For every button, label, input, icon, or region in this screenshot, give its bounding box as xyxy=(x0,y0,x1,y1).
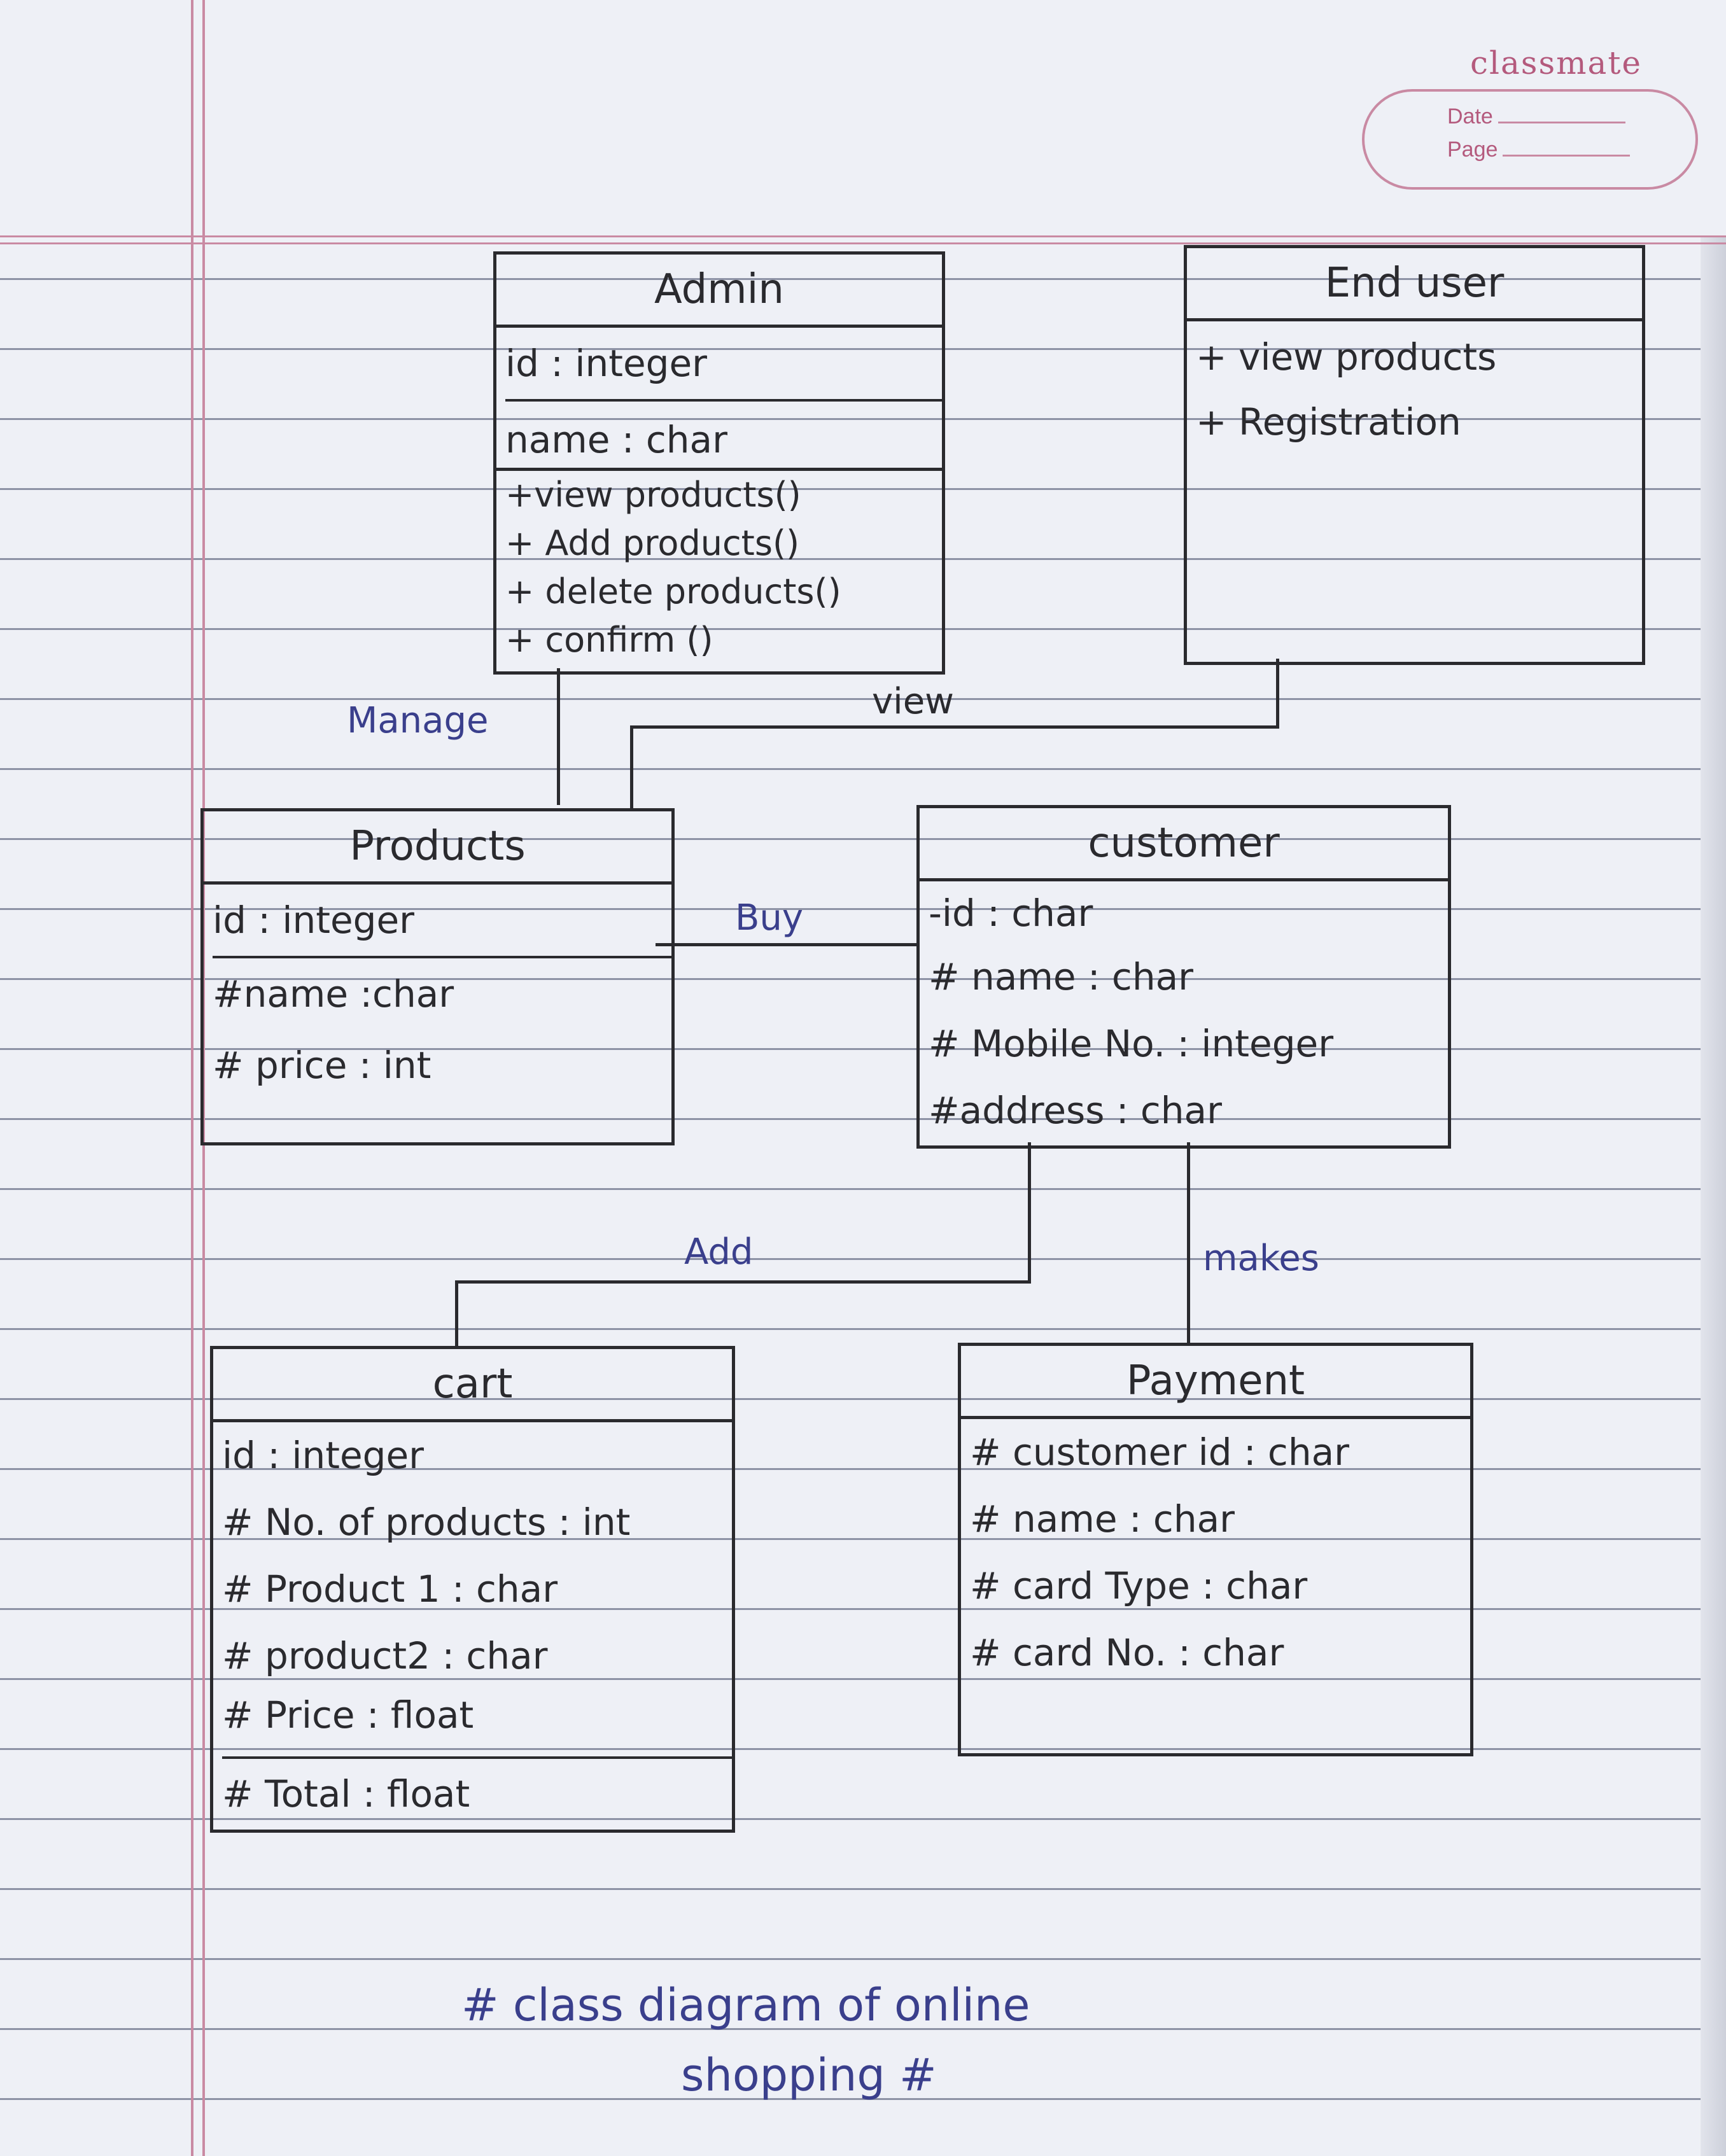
connector-buy xyxy=(656,943,916,946)
relation-manage-label: Manage xyxy=(347,700,489,741)
diagram-caption-line1: # class diagram of online xyxy=(461,1979,1030,2031)
connector-manage-vertical xyxy=(557,668,560,805)
relation-makes-label: makes xyxy=(1203,1238,1319,1279)
class-end-user-name: End user xyxy=(1187,248,1642,321)
admin-attr-id: id : integer xyxy=(505,328,942,402)
products-attr-price: # price : int xyxy=(213,1044,432,1087)
cart-attr-price: # Price : float xyxy=(222,1690,732,1759)
class-admin-operations: +view products() + Add products() + dele… xyxy=(496,468,942,664)
page-label: Page xyxy=(1447,137,1498,162)
connector-add-down xyxy=(1028,1142,1031,1282)
relation-buy-label: Buy xyxy=(735,897,804,939)
end-user-op-registration: + Registration xyxy=(1196,400,1461,444)
relation-add-label: Add xyxy=(684,1231,754,1273)
diagram-caption-line2: shopping # xyxy=(681,2049,937,2101)
date-label: Date xyxy=(1447,104,1493,129)
class-cart-name: cart xyxy=(213,1349,732,1422)
page-rule xyxy=(1503,155,1631,157)
payment-attr-card-type: # card Type : char xyxy=(970,1564,1308,1607)
cart-attr-product2: # product2 : char xyxy=(222,1634,548,1677)
class-admin-name: Admin xyxy=(496,255,942,328)
class-products: Products id : integer #name :char # pric… xyxy=(200,808,675,1145)
customer-attr-address: #address : char xyxy=(929,1089,1222,1132)
cart-attr-product1: # Product 1 : char xyxy=(222,1567,558,1611)
admin-attr-name: name : char xyxy=(505,418,727,461)
admin-op-view: +view products() xyxy=(505,475,801,515)
connector-add-horizontal xyxy=(455,1280,1031,1284)
class-customer-attributes: -id : char # name : char # Mobile No. : … xyxy=(920,881,1448,1142)
admin-op-confirm: + confirm () xyxy=(505,620,713,660)
brand-logo: classmate xyxy=(1470,45,1643,81)
admin-op-add: + Add products() xyxy=(505,523,800,563)
class-cart-attributes: id : integer # No. of products : int # P… xyxy=(213,1422,732,1823)
connector-add-to-cart xyxy=(455,1280,458,1347)
products-attr-id: id : integer xyxy=(213,885,671,958)
admin-op-delete: + delete products() xyxy=(505,571,841,612)
class-payment: Payment # customer id : char # name : ch… xyxy=(958,1343,1473,1756)
class-customer-name: customer xyxy=(920,808,1448,881)
page-edge xyxy=(1701,0,1726,2156)
connector-view-down xyxy=(1276,659,1279,729)
end-user-op-view: + view products xyxy=(1196,335,1497,379)
class-end-user: End user + view products + Registration xyxy=(1184,245,1645,665)
payment-attr-customer-id: # customer id : char xyxy=(970,1431,1349,1474)
connector-view-to-products xyxy=(630,725,633,808)
connector-view-horizontal xyxy=(630,725,1279,729)
class-admin-attributes: id : integer name : char xyxy=(496,328,942,468)
cart-attr-id: id : integer xyxy=(222,1434,424,1477)
customer-attr-name: # name : char xyxy=(929,955,1193,998)
margin-line-left xyxy=(191,0,193,2156)
payment-attr-card-no: # card No. : char xyxy=(970,1631,1284,1674)
products-attr-name: #name :char xyxy=(213,972,454,1016)
cart-attr-count: # No. of products : int xyxy=(222,1501,631,1544)
class-customer: customer -id : char # name : char # Mobi… xyxy=(916,805,1451,1149)
class-admin: Admin id : integer name : char +view pro… xyxy=(493,251,945,675)
class-cart: cart id : integer # No. of products : in… xyxy=(210,1346,735,1833)
class-end-user-operations: + view products + Registration xyxy=(1187,321,1642,458)
page-row: Page xyxy=(1447,137,1631,162)
class-products-name: Products xyxy=(204,811,671,885)
customer-attr-id: -id : char xyxy=(929,892,1093,935)
relation-view-label: view xyxy=(872,681,954,722)
class-products-attributes: id : integer #name :char # price : int xyxy=(204,885,671,1101)
class-payment-name: Payment xyxy=(961,1346,1470,1419)
date-rule xyxy=(1498,122,1625,123)
page-header: classmate Date Page xyxy=(0,0,1726,244)
margin-line-right xyxy=(202,0,205,2156)
connector-makes xyxy=(1187,1142,1190,1343)
payment-attr-name: # name : char xyxy=(970,1497,1235,1541)
customer-attr-mobile: # Mobile No. : integer xyxy=(929,1022,1334,1065)
date-page-stamp: Date Page xyxy=(1362,89,1698,190)
date-row: Date xyxy=(1447,104,1625,129)
class-payment-attributes: # customer id : char # name : char # car… xyxy=(961,1419,1470,1686)
cart-attr-total: # Total : float xyxy=(222,1772,470,1816)
